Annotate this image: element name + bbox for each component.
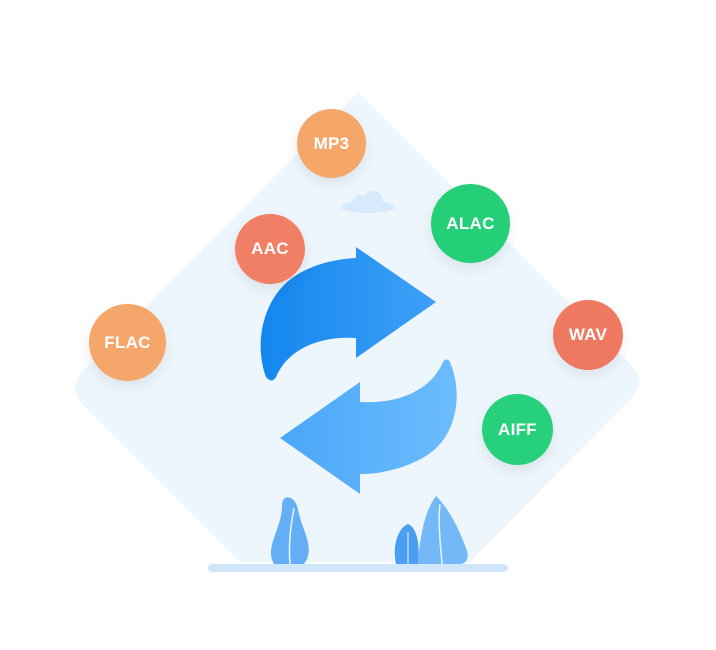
ground-line: [208, 564, 508, 572]
format-badge-alac: ALAC: [431, 184, 510, 263]
format-badge-flac: FLAC: [89, 304, 166, 381]
format-badge-aac: AAC: [235, 214, 305, 284]
format-badge-mp3: MP3: [297, 109, 366, 178]
plant-icon: [270, 496, 468, 565]
convert-arrows-icon: [260, 247, 457, 494]
format-badge-wav: WAV: [553, 300, 623, 370]
forward-arrow: [260, 247, 436, 381]
backward-arrow: [280, 359, 457, 494]
format-badge-aiff: AIFF: [482, 394, 553, 465]
cloud-icon: [341, 191, 395, 213]
